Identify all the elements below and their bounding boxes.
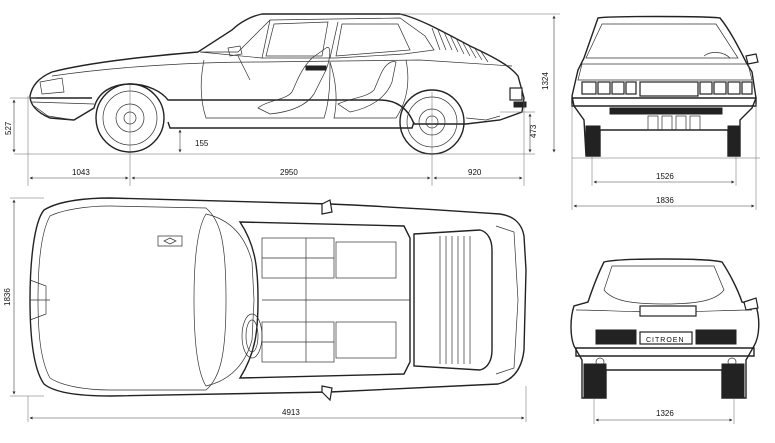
seats (261, 237, 410, 363)
bonnet-badge (157, 235, 183, 247)
side-dimensions: 1043 2950 920 527 155 473 1324 (4, 15, 556, 180)
rear-nameplate-text: CITROEN (646, 337, 685, 344)
dim-height: 1324 (541, 72, 550, 90)
dim-plan-width: 1836 (3, 288, 12, 306)
dim-rear-track: 1326 (656, 409, 674, 418)
front-lamps-left (581, 81, 637, 95)
side-view (10, 13, 560, 186)
rear-lamp-left (595, 329, 637, 345)
front-dimensions: 1526 1836 (573, 172, 755, 208)
steering-wheel (241, 313, 263, 359)
dim-overall-width: 1836 (656, 196, 674, 205)
front-grille (647, 115, 701, 131)
front-lamps-right (699, 81, 753, 95)
dim-front-height: 527 (4, 121, 13, 135)
headlamp (39, 77, 65, 95)
rear-louvers (431, 27, 489, 63)
dim-overall-length: 4913 (282, 408, 300, 417)
dim-wheelbase: 2950 (280, 168, 298, 177)
door-handle (305, 65, 327, 71)
plan-dimensions: 1836 4913 (3, 199, 525, 420)
rear-dimensions: 1326 (595, 409, 733, 422)
plan-view (10, 197, 527, 422)
rear-window-lines (439, 236, 471, 364)
dim-ground-clearance: 155 (195, 139, 209, 148)
rear-view: CITROEN (570, 258, 760, 424)
front-view (571, 15, 760, 210)
dim-front-track: 1526 (656, 172, 674, 181)
rear-lamp-right (695, 329, 737, 345)
dim-rear-height: 473 (529, 124, 538, 138)
mirror-front (745, 53, 759, 65)
rear-nameplate (639, 331, 693, 345)
rear-lamp (509, 87, 523, 101)
dim-rear-overhang: 920 (468, 168, 482, 177)
mirror (227, 45, 243, 57)
dim-front-overhang: 1043 (72, 168, 90, 177)
